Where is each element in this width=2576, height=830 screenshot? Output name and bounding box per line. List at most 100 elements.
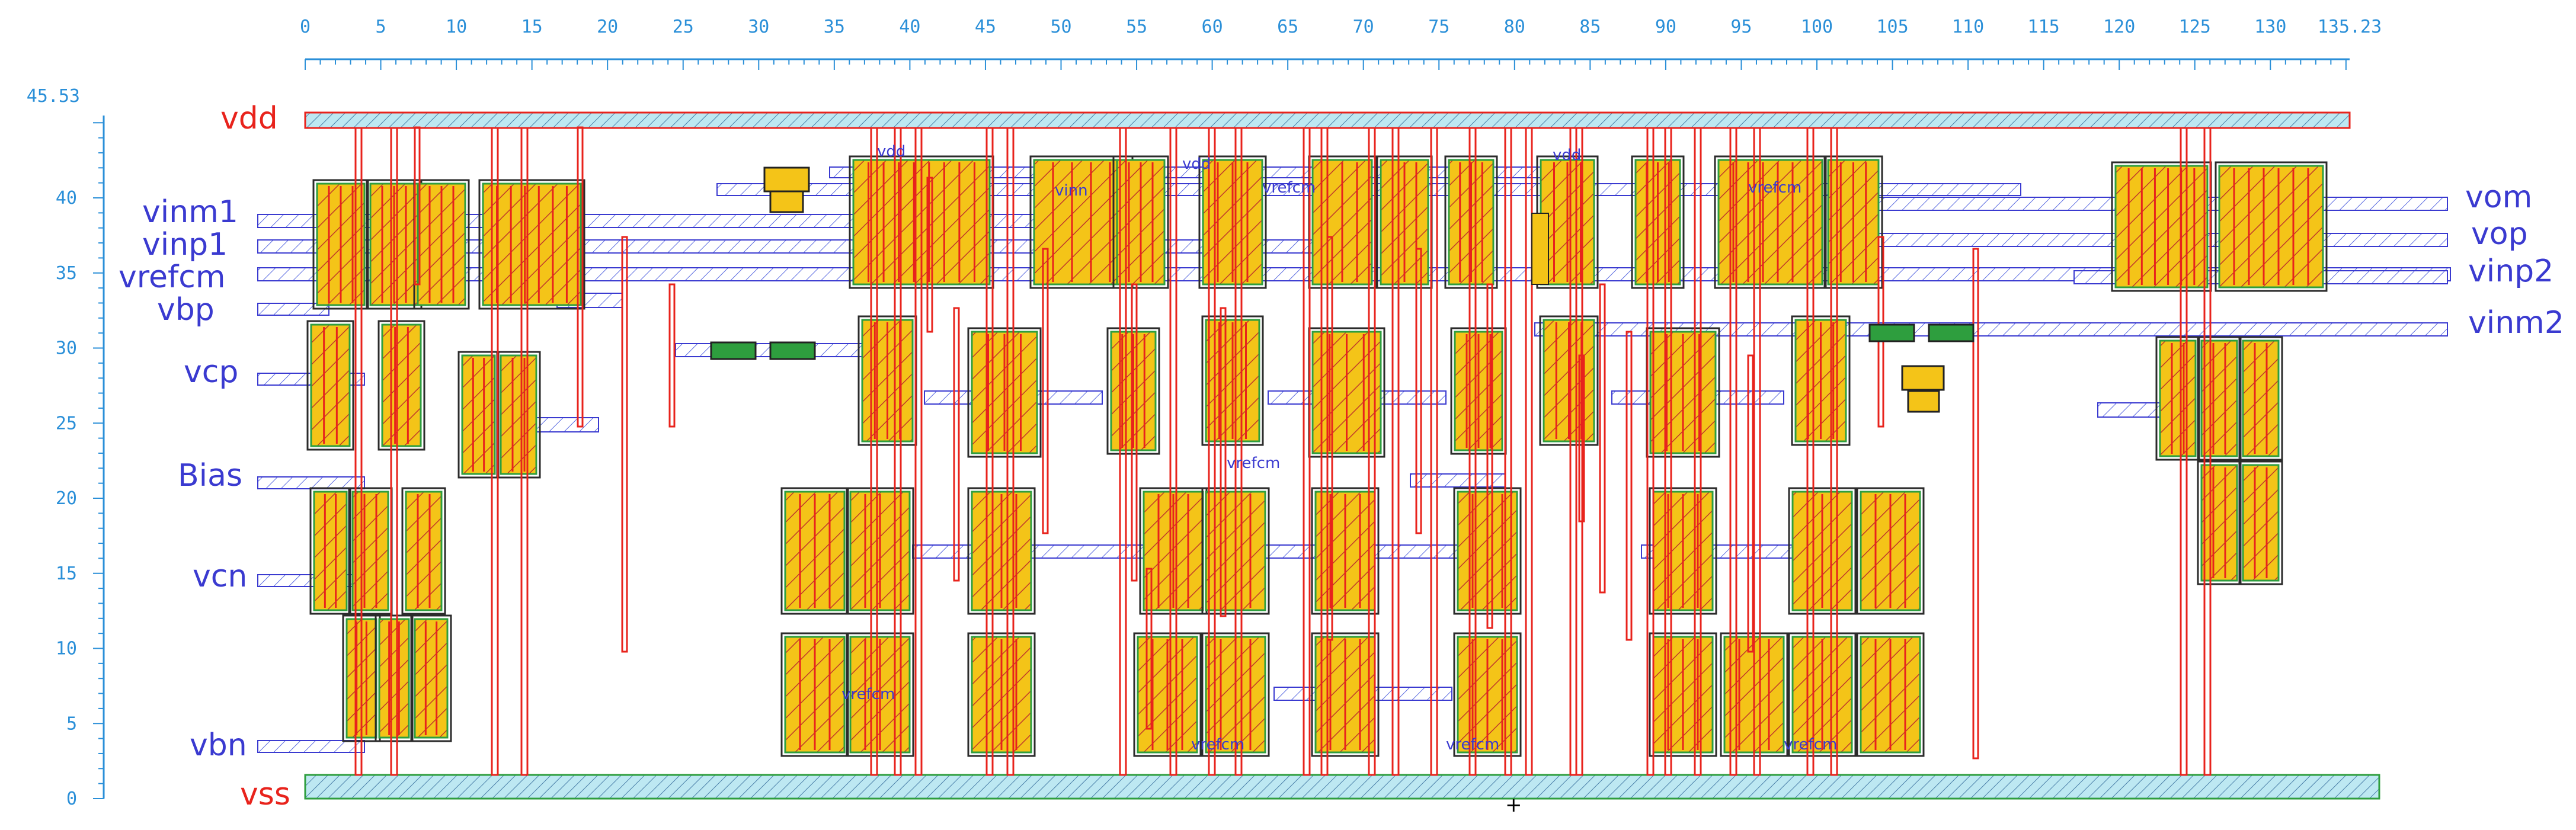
transistor: [1450, 327, 1507, 455]
svg-text:vrefcm: vrefcm: [1784, 736, 1837, 754]
transistor: [846, 632, 914, 757]
transistor: [967, 632, 1036, 757]
transistor: [401, 487, 446, 615]
ruler-y-tick-label: 10: [56, 639, 77, 659]
vdd-label: vdd: [220, 101, 278, 136]
transistor: [1646, 327, 1720, 458]
transistor: [1308, 327, 1385, 458]
pin-label-vbp: vbp: [157, 292, 215, 328]
transistor: [780, 632, 849, 757]
transistor: [366, 179, 423, 310]
transistor: [967, 327, 1042, 458]
pin-label-bias: Bias: [178, 458, 242, 493]
transistor: [2111, 161, 2212, 292]
ruler-x-tick-label: 115: [2028, 17, 2060, 37]
pin-label-vbn: vbn: [190, 728, 247, 763]
svg-text:vinn: vinn: [1055, 182, 1088, 200]
ruler-y-max-label: 45.53: [27, 86, 80, 107]
transistor: [1112, 155, 1169, 289]
transistor: [1714, 155, 1827, 289]
vss-rail[interactable]: [304, 774, 2380, 800]
transistor: [1308, 155, 1377, 289]
ruler-y-tick-label: 0: [66, 789, 77, 809]
transistor: [1139, 487, 1208, 615]
ruler-x-tick-label: 110: [1952, 17, 1984, 37]
ruler-x-tick-label: 15: [521, 17, 543, 37]
ruler-x-tick-label: 25: [673, 17, 694, 37]
pin-label-vop: vop: [2471, 216, 2528, 252]
transistor: [1649, 632, 1717, 757]
svg-text:vdd: vdd: [1553, 146, 1581, 164]
svg-text:vrefcm: vrefcm: [1227, 454, 1280, 472]
transistor: [1311, 487, 1380, 615]
transistor: [306, 320, 354, 451]
transistor: [375, 614, 414, 742]
ruler-x-tick-label: 125: [2179, 17, 2211, 37]
transistor: [1788, 487, 1857, 615]
transistor: [413, 179, 470, 310]
ruler-x-tick-label: 75: [1428, 17, 1449, 37]
pin-label-vinp1: vinp1: [142, 227, 228, 262]
ruler-x-tick-label: 50: [1050, 17, 1071, 37]
ruler-y-tick-label: 40: [56, 188, 77, 209]
ruler-x-tick-label: 45: [975, 17, 996, 37]
ruler-x-tick-label: 5: [376, 17, 386, 37]
metal1-routing: [354, 126, 2212, 776]
ruler-x-tick-label: 105: [1876, 17, 1908, 37]
transistor: [857, 315, 917, 446]
transistor: [1133, 632, 1202, 757]
transistor: [478, 179, 585, 310]
transistor: [2197, 460, 2242, 585]
transistor: [1788, 632, 1857, 757]
transistor: [780, 487, 849, 615]
transistor: [410, 614, 452, 742]
svg-text:vrefcm: vrefcm: [1446, 736, 1499, 754]
ruler-x-tick-label: 85: [1579, 17, 1601, 37]
transistor: [1444, 155, 1498, 289]
transistor: [967, 487, 1036, 615]
transistor: [2197, 336, 2242, 461]
ruler-x-tick-label: 100: [1801, 17, 1833, 37]
ruler-y-tick-label: 20: [56, 488, 77, 509]
ruler-x-tick-label: 35: [824, 17, 845, 37]
transistor: [1376, 155, 1433, 289]
pin-label-vinm2: vinm2: [2468, 305, 2564, 341]
transistor: [312, 179, 369, 310]
transistor: [2155, 336, 2200, 461]
svg-text:vrefcm: vrefcm: [1748, 179, 1801, 197]
transistor: [1856, 632, 1925, 757]
ruler-x-tick-label: 70: [1353, 17, 1374, 37]
svg-text:vdd: vdd: [1182, 155, 1211, 173]
transistor: [1649, 487, 1717, 615]
ruler-y-tick-label: 30: [56, 338, 77, 359]
ruler-x-tick-label: 120: [2103, 17, 2135, 37]
pin-label-vrefcm: vrefcm: [119, 259, 226, 295]
transistor: [1856, 487, 1925, 615]
ruler-x-tick-label: 30: [748, 17, 769, 37]
ruler-x-tick-label: 60: [1202, 17, 1223, 37]
ruler-y-tick-label: 5: [66, 713, 77, 734]
small-cells: [710, 166, 1975, 413]
transistor: [496, 351, 541, 479]
ruler-x-tick-label: 0: [300, 17, 311, 37]
vdd-rail[interactable]: [304, 111, 2351, 129]
transistor: [348, 487, 393, 615]
svg-text:vdd: vdd: [877, 143, 905, 161]
vss-label: vss: [240, 777, 290, 812]
transistor: [1631, 155, 1685, 289]
transistor: [2238, 460, 2283, 585]
ruler-x-tick-label: 90: [1655, 17, 1676, 37]
cursor-crosshair-icon: +: [1505, 793, 1522, 817]
transistor: [1198, 155, 1267, 289]
transistor: [1106, 327, 1160, 455]
ruler-x-tick-label: 10: [446, 17, 467, 37]
transistor: [1791, 315, 1851, 446]
pin-label-vcp: vcp: [184, 354, 238, 390]
ruler-x-tick-label: 55: [1126, 17, 1147, 37]
transistor: [2238, 336, 2283, 461]
